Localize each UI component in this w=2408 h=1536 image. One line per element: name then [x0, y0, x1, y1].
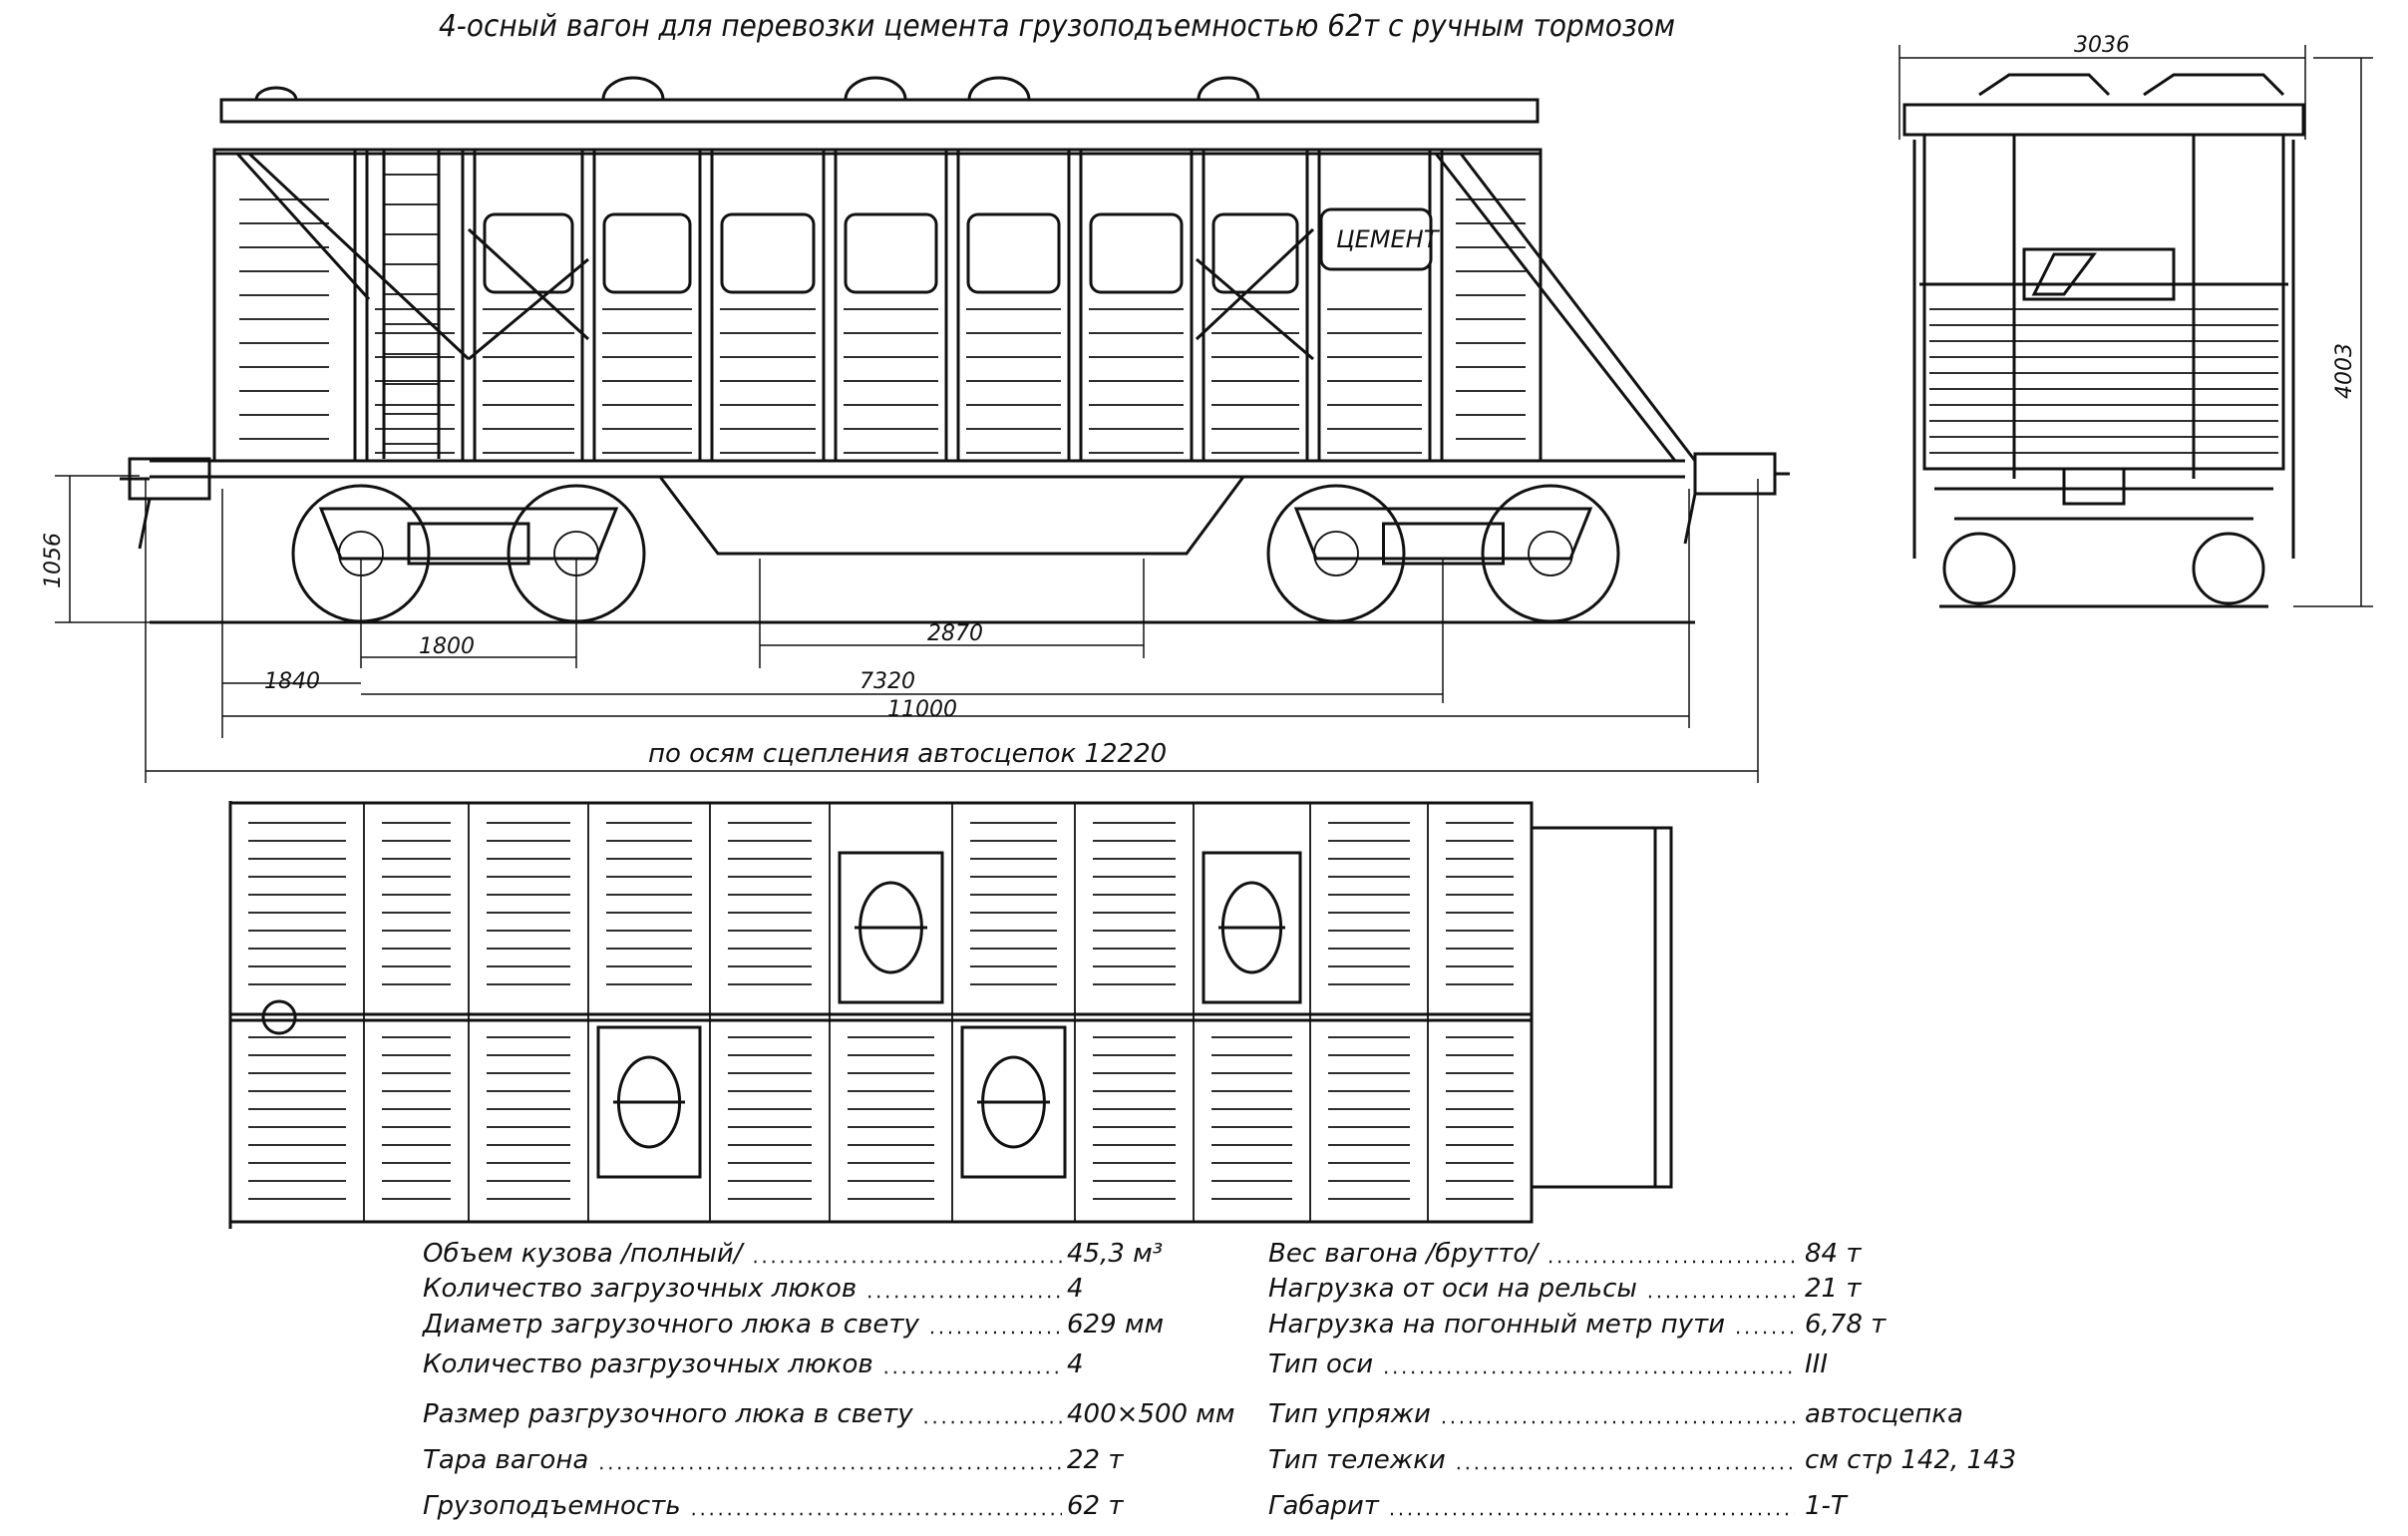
spec-value: 6,78 т — [1805, 1310, 1887, 1340]
spec-label: Грузоподъемность — [423, 1491, 681, 1521]
spec-label: Нагрузка от оси на рельсы — [1268, 1274, 1637, 1304]
spec-value: 22 т — [1067, 1445, 1124, 1475]
stanchion — [1067, 148, 1083, 463]
spec-value: 1-Т — [1805, 1491, 1849, 1521]
coupler-right — [1683, 452, 1790, 545]
spec-value: 629 мм — [1067, 1310, 1164, 1340]
stanchion — [1190, 148, 1205, 463]
hatch-icon — [601, 76, 665, 102]
dim-7320: 7320 — [860, 669, 915, 694]
dim-12220: по осям сцепления автосцепок 12220 — [648, 739, 1167, 769]
dim-1800: 1800 — [419, 634, 475, 659]
spec-value: 400×500 мм — [1067, 1399, 1235, 1429]
cement-label: ЦЕМЕНТ — [1336, 225, 1441, 253]
spec-value: 84 т — [1805, 1239, 1862, 1269]
bogie-frame — [1293, 507, 1593, 561]
bolster — [407, 522, 530, 566]
spec-label: Нагрузка на погонный метр пути — [1268, 1310, 1725, 1340]
stanchion — [580, 148, 596, 463]
spec-label: Количество загрузочных люков — [423, 1274, 857, 1304]
stanchion — [944, 148, 960, 463]
spec-label: Тип тележки — [1268, 1445, 1446, 1475]
axle-box — [1528, 531, 1573, 576]
drawing-title: 4-осный вагон для перевозки цемента груз… — [439, 9, 1675, 44]
spec-label: Диаметр загрузочного люка в свету — [422, 1310, 920, 1340]
window — [844, 212, 938, 294]
spec-label: Объем кузова /полный/ — [423, 1239, 746, 1269]
loading-hatch — [596, 1025, 702, 1179]
end-view: 3036 4003 — [1898, 33, 2373, 608]
spec-label: Тип упряжи — [1268, 1399, 1431, 1429]
specifications-table: Объем кузова /полный/45,3 м³ Количество з… — [422, 1239, 2016, 1521]
ladder-icon — [382, 150, 441, 459]
spec-value: 21 т — [1805, 1274, 1862, 1304]
window — [1089, 212, 1184, 294]
side-dimensions: 1056 1800 2870 1840 7320 11000 по осям с… — [41, 475, 1759, 783]
roof — [219, 98, 1540, 124]
end-roof — [1902, 103, 2305, 137]
cement-label-plate — [1319, 207, 1433, 271]
spec-label: Габарит — [1268, 1491, 1380, 1521]
roof-plan — [228, 801, 1534, 1224]
loading-hatch — [960, 1025, 1067, 1179]
bogie — [291, 484, 646, 623]
spec-label: Тип оси — [1268, 1349, 1373, 1379]
spec-value: III — [1805, 1349, 1828, 1379]
spec-value: автосцепка — [1805, 1399, 1963, 1429]
loading-hatch — [838, 851, 944, 1004]
hatch-icon — [844, 76, 907, 102]
spec-value: 45,3 м³ — [1067, 1239, 1163, 1269]
spec-value: 4 — [1067, 1274, 1084, 1304]
roof-hatches — [254, 76, 1260, 102]
side-view: ЦЕМЕНТ — [120, 76, 1790, 624]
hatch-icon — [967, 76, 1031, 102]
stanchion — [1305, 148, 1321, 463]
spec-value: см стр 142, 143 — [1805, 1445, 2016, 1475]
end-platform — [1532, 826, 1673, 1189]
spec-label: Размер разгрузочного люка в свету — [423, 1399, 913, 1429]
end-body — [1922, 133, 2285, 471]
stanchion — [698, 148, 714, 463]
dim-1840: 1840 — [264, 669, 320, 694]
stanchion — [461, 148, 477, 463]
window — [720, 212, 816, 294]
spec-value: 62 т — [1067, 1491, 1124, 1521]
hopper-bottom — [658, 476, 1245, 556]
spec-label: Количество разгрузочных люков — [423, 1349, 873, 1379]
dim-11000: 11000 — [887, 697, 957, 722]
top-view — [228, 801, 1673, 1229]
hatch-icon — [254, 86, 298, 102]
spec-value: 4 — [1067, 1349, 1084, 1379]
dim-3036: 3036 — [2074, 33, 2130, 58]
stanchion — [353, 148, 369, 463]
hatch-icon — [1197, 76, 1260, 102]
bogie-frame — [318, 507, 619, 561]
dim-2870: 2870 — [927, 621, 983, 646]
stanchion — [822, 148, 838, 463]
spec-label: Тара вагона — [423, 1445, 588, 1475]
window — [483, 212, 574, 294]
window — [966, 212, 1061, 294]
window — [602, 212, 692, 294]
dim-4003: 4003 — [2332, 343, 2357, 399]
loading-hatch — [1202, 851, 1302, 1004]
coupler-left — [120, 457, 211, 550]
axle-box — [1313, 531, 1359, 576]
window — [1211, 212, 1299, 294]
dim-1056: 1056 — [41, 533, 66, 588]
spec-label: Вес вагона /брутто/ — [1268, 1239, 1541, 1269]
stanchion — [1428, 148, 1444, 463]
